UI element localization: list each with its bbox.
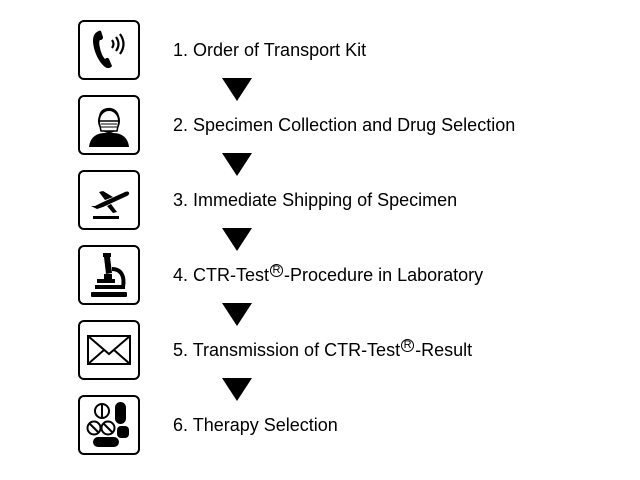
step-3: 3. Immediate Shipping of Specimen	[0, 170, 640, 234]
arrow-down-icon	[222, 228, 252, 251]
step-1: 1. Order of Transport Kit	[0, 20, 640, 84]
step-2: 2. Specimen Collection and Drug Selectio…	[0, 95, 640, 159]
step-1-label: 1. Order of Transport Kit	[173, 40, 367, 60]
microscope-icon	[78, 245, 140, 305]
telephone-icon	[78, 20, 140, 80]
arrow-down-icon	[222, 153, 252, 176]
airplane-departure-icon	[78, 170, 140, 230]
step-6: 6. Therapy Selection	[0, 395, 640, 459]
arrow-down-icon	[222, 303, 252, 326]
registered-mark: R	[270, 264, 284, 277]
registered-mark: R	[401, 339, 415, 352]
step-6-label: 6. Therapy Selection	[173, 415, 338, 435]
arrow-down-icon	[222, 78, 252, 101]
step-2-label: 2. Specimen Collection and Drug Selectio…	[173, 115, 516, 135]
arrow-down-icon	[222, 378, 252, 401]
envelope-icon	[78, 320, 140, 380]
step-3-label: 3. Immediate Shipping of Specimen	[173, 190, 458, 210]
surgeon-icon	[78, 95, 140, 155]
pills-icon	[78, 395, 140, 455]
